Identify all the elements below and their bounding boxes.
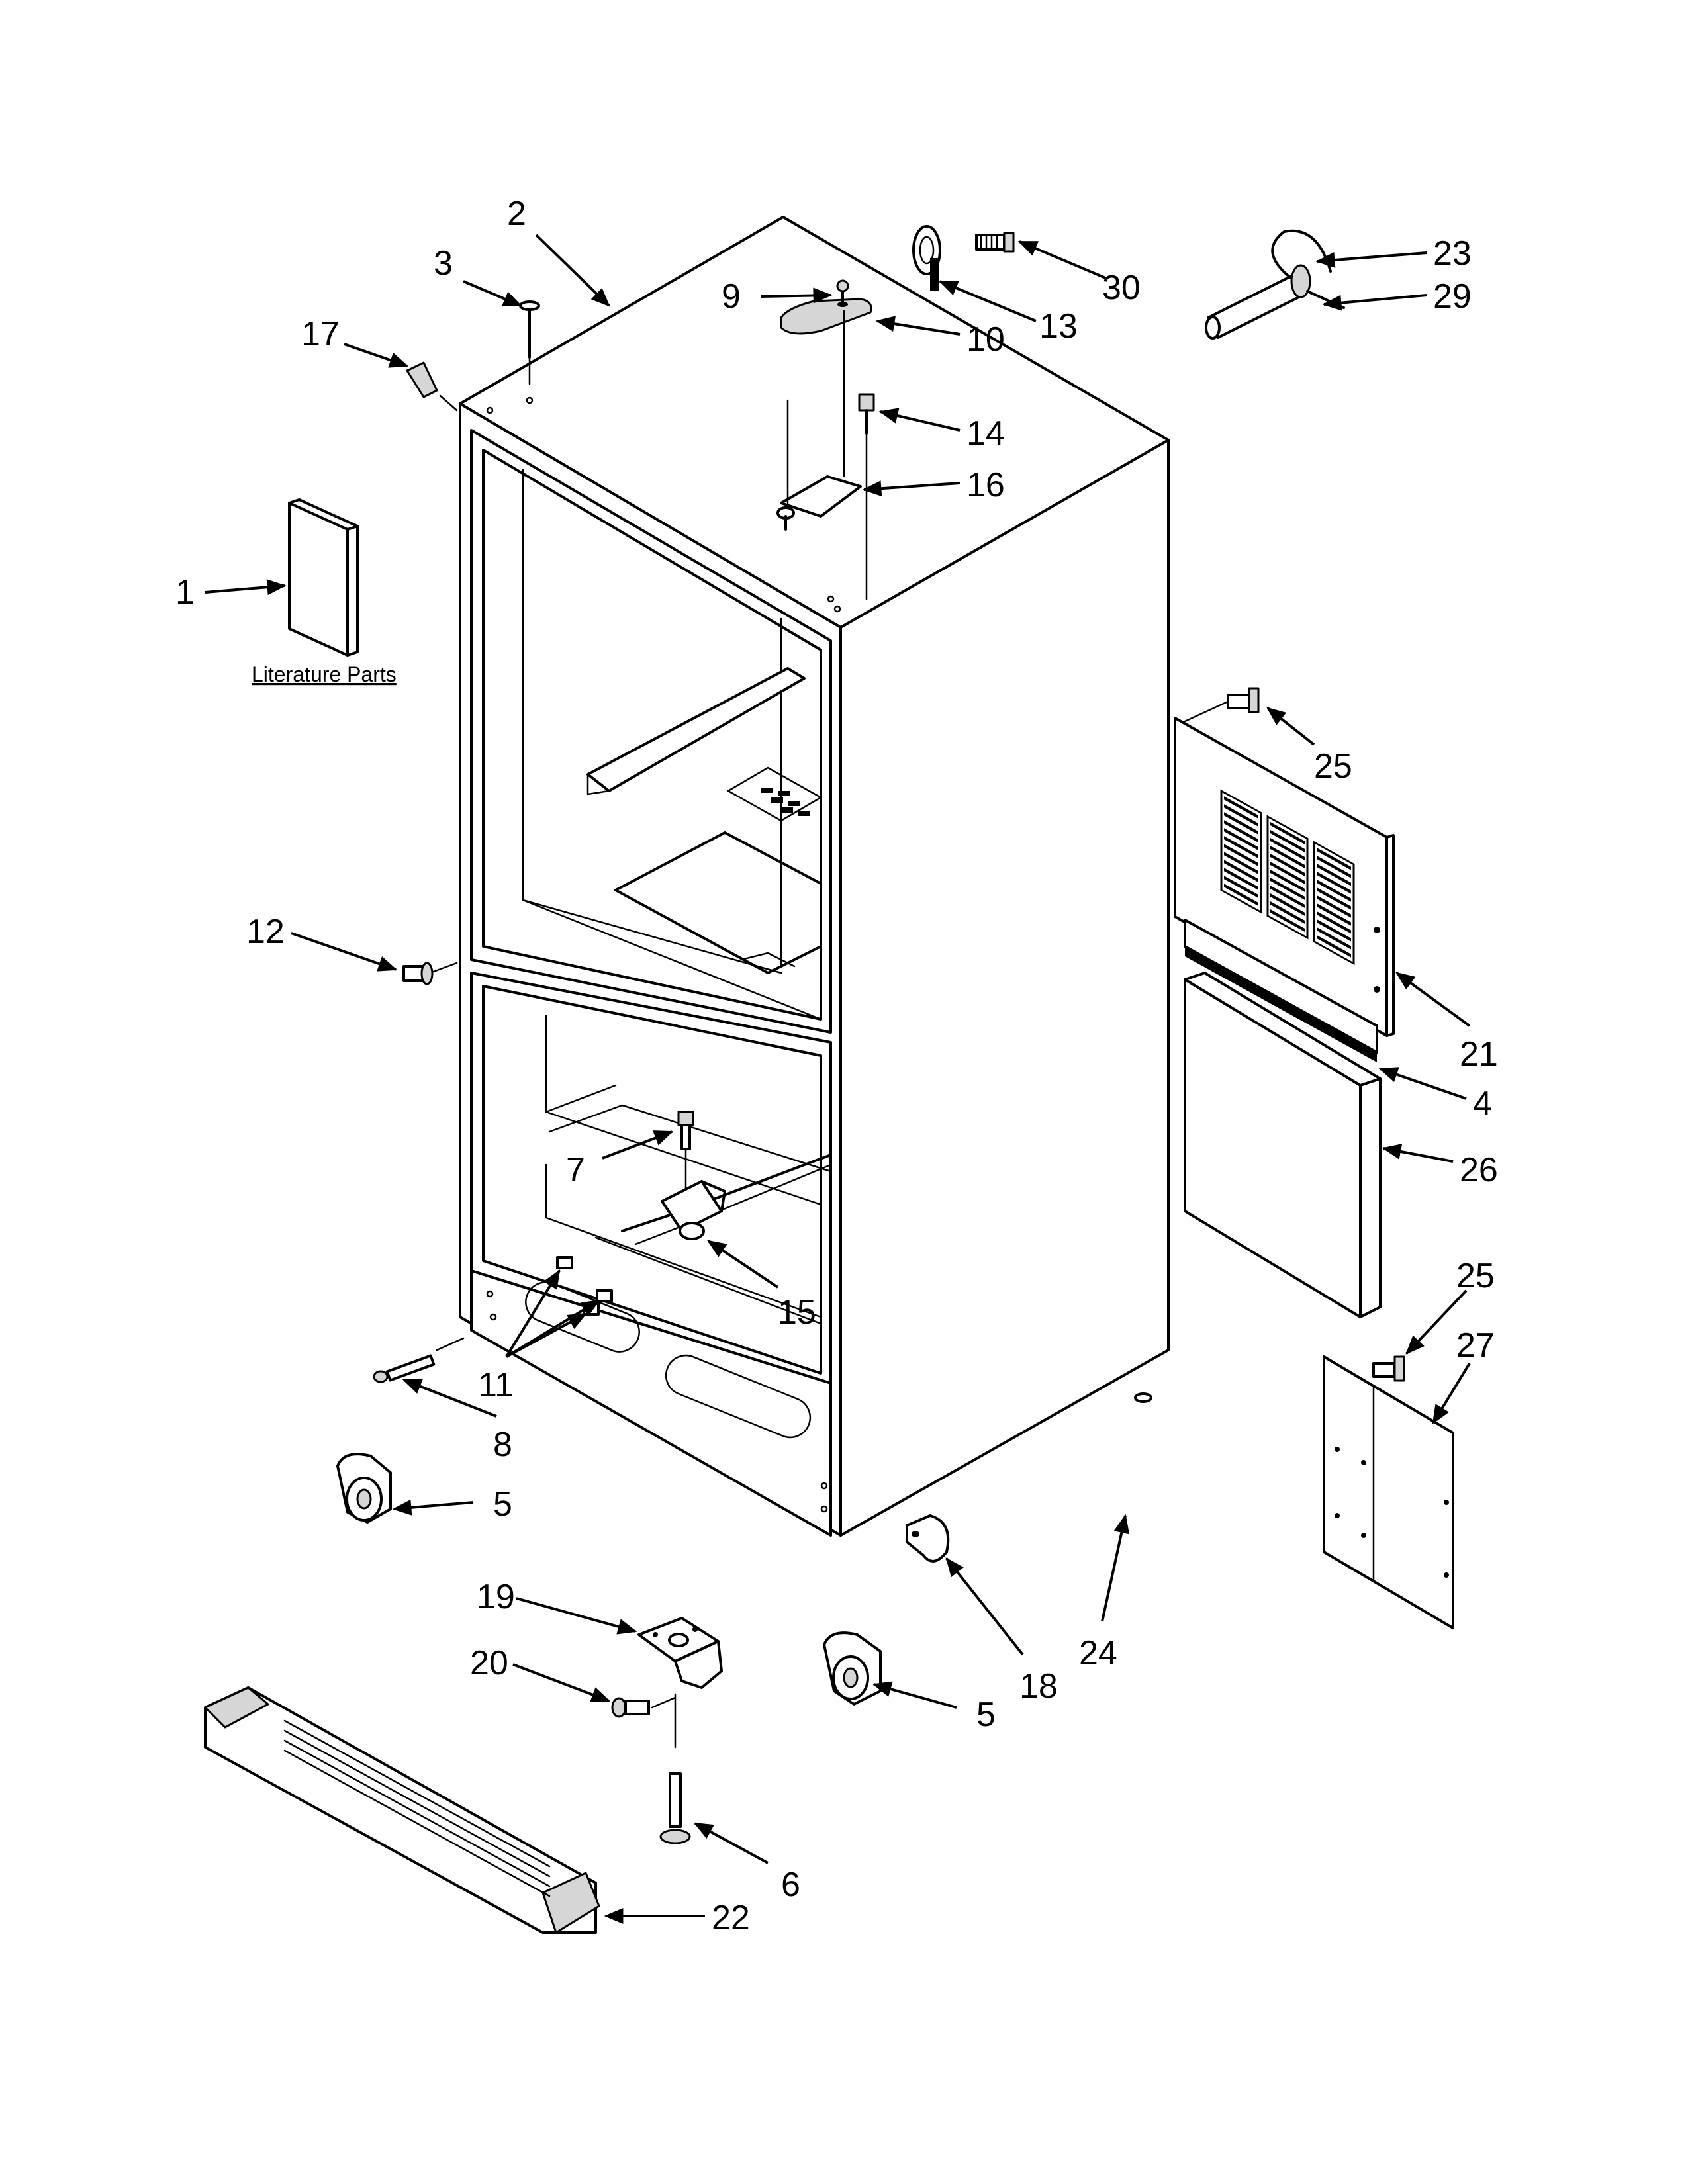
screw-9 [836,279,849,306]
seal-strip [1184,919,1378,1062]
bolt-7 [677,1111,694,1206]
callout-26: 26 [1460,1151,1498,1189]
rear-access-panel [1174,717,1395,1037]
wire-clip [912,225,941,291]
callout-17: 17 [301,315,340,353]
callout-2: 2 [507,195,526,233]
callout-20: 20 [470,1644,508,1682]
leveling-bolt-8 [373,1337,465,1383]
callout-15: 15 [778,1293,816,1332]
screw-3 [519,300,540,385]
top-hinge [776,310,862,531]
cabinet-right-side [839,439,1170,1537]
callout-6: 6 [781,1866,800,1904]
literature-caption: Literature Parts [252,662,397,686]
callout-18: 18 [1019,1667,1058,1706]
callout-22: 22 [712,1899,750,1937]
clamp-18 [906,1514,950,1563]
callout-4: 4 [1473,1085,1492,1123]
callout-25-upper: 25 [1314,747,1352,786]
toe-grille-22 [204,1686,600,1934]
callout-12: 12 [246,913,285,951]
callout-23: 23 [1433,234,1472,273]
callout-5-front: 5 [493,1485,512,1524]
cabinet [459,216,1170,1537]
caster-rear [823,1631,882,1706]
hinge-bracket-15 [661,1180,726,1240]
caster-front [336,1453,392,1524]
callout-14: 14 [966,414,1005,453]
screw-14 [858,393,875,600]
callout-7: 7 [566,1151,585,1189]
callout-1: 1 [175,573,195,612]
callout-29: 29 [1433,277,1472,316]
literature-booklet [288,498,359,657]
tube-assembly [1205,229,1345,340]
cabinet-base [470,1269,832,1537]
insulation-panel [1184,972,1382,1318]
callout-16: 16 [966,466,1005,504]
callout-24: 24 [1079,1634,1117,1672]
screw-12 [402,962,458,985]
callout-30: 30 [1102,269,1141,307]
cover-plate [1323,1355,1454,1629]
leveler-bracket-19 [637,1617,723,1689]
screw-30 [975,232,1015,253]
callout-8: 8 [493,1426,512,1464]
screw-20 [611,1696,677,1718]
screw-25-lower [1372,1355,1405,1382]
callout-13: 13 [1039,307,1078,345]
hinge-cover [780,298,872,335]
callout-3: 3 [434,244,453,283]
callout-27: 27 [1456,1326,1495,1365]
callout-5-rear: 5 [976,1696,996,1734]
leader-arrows [205,234,1471,1924]
callout-11: 11 [478,1366,514,1404]
callout-10: 10 [966,320,1005,359]
callout-19: 19 [477,1578,515,1616]
shelf-rail [586,667,806,792]
callout-21: 21 [1460,1035,1498,1073]
tape-17 [406,361,458,412]
callout-labels: 1 2 3 17 9 13 30 23 29 10 14 16 25 12 21… [175,195,1498,1937]
drain-tube-24 [1126,1392,1180,1533]
callout-9: 9 [722,277,741,316]
leveling-foot-6 [659,1693,691,1844]
screw-25-upper [1184,687,1260,723]
callout-25-lower: 25 [1456,1257,1495,1295]
